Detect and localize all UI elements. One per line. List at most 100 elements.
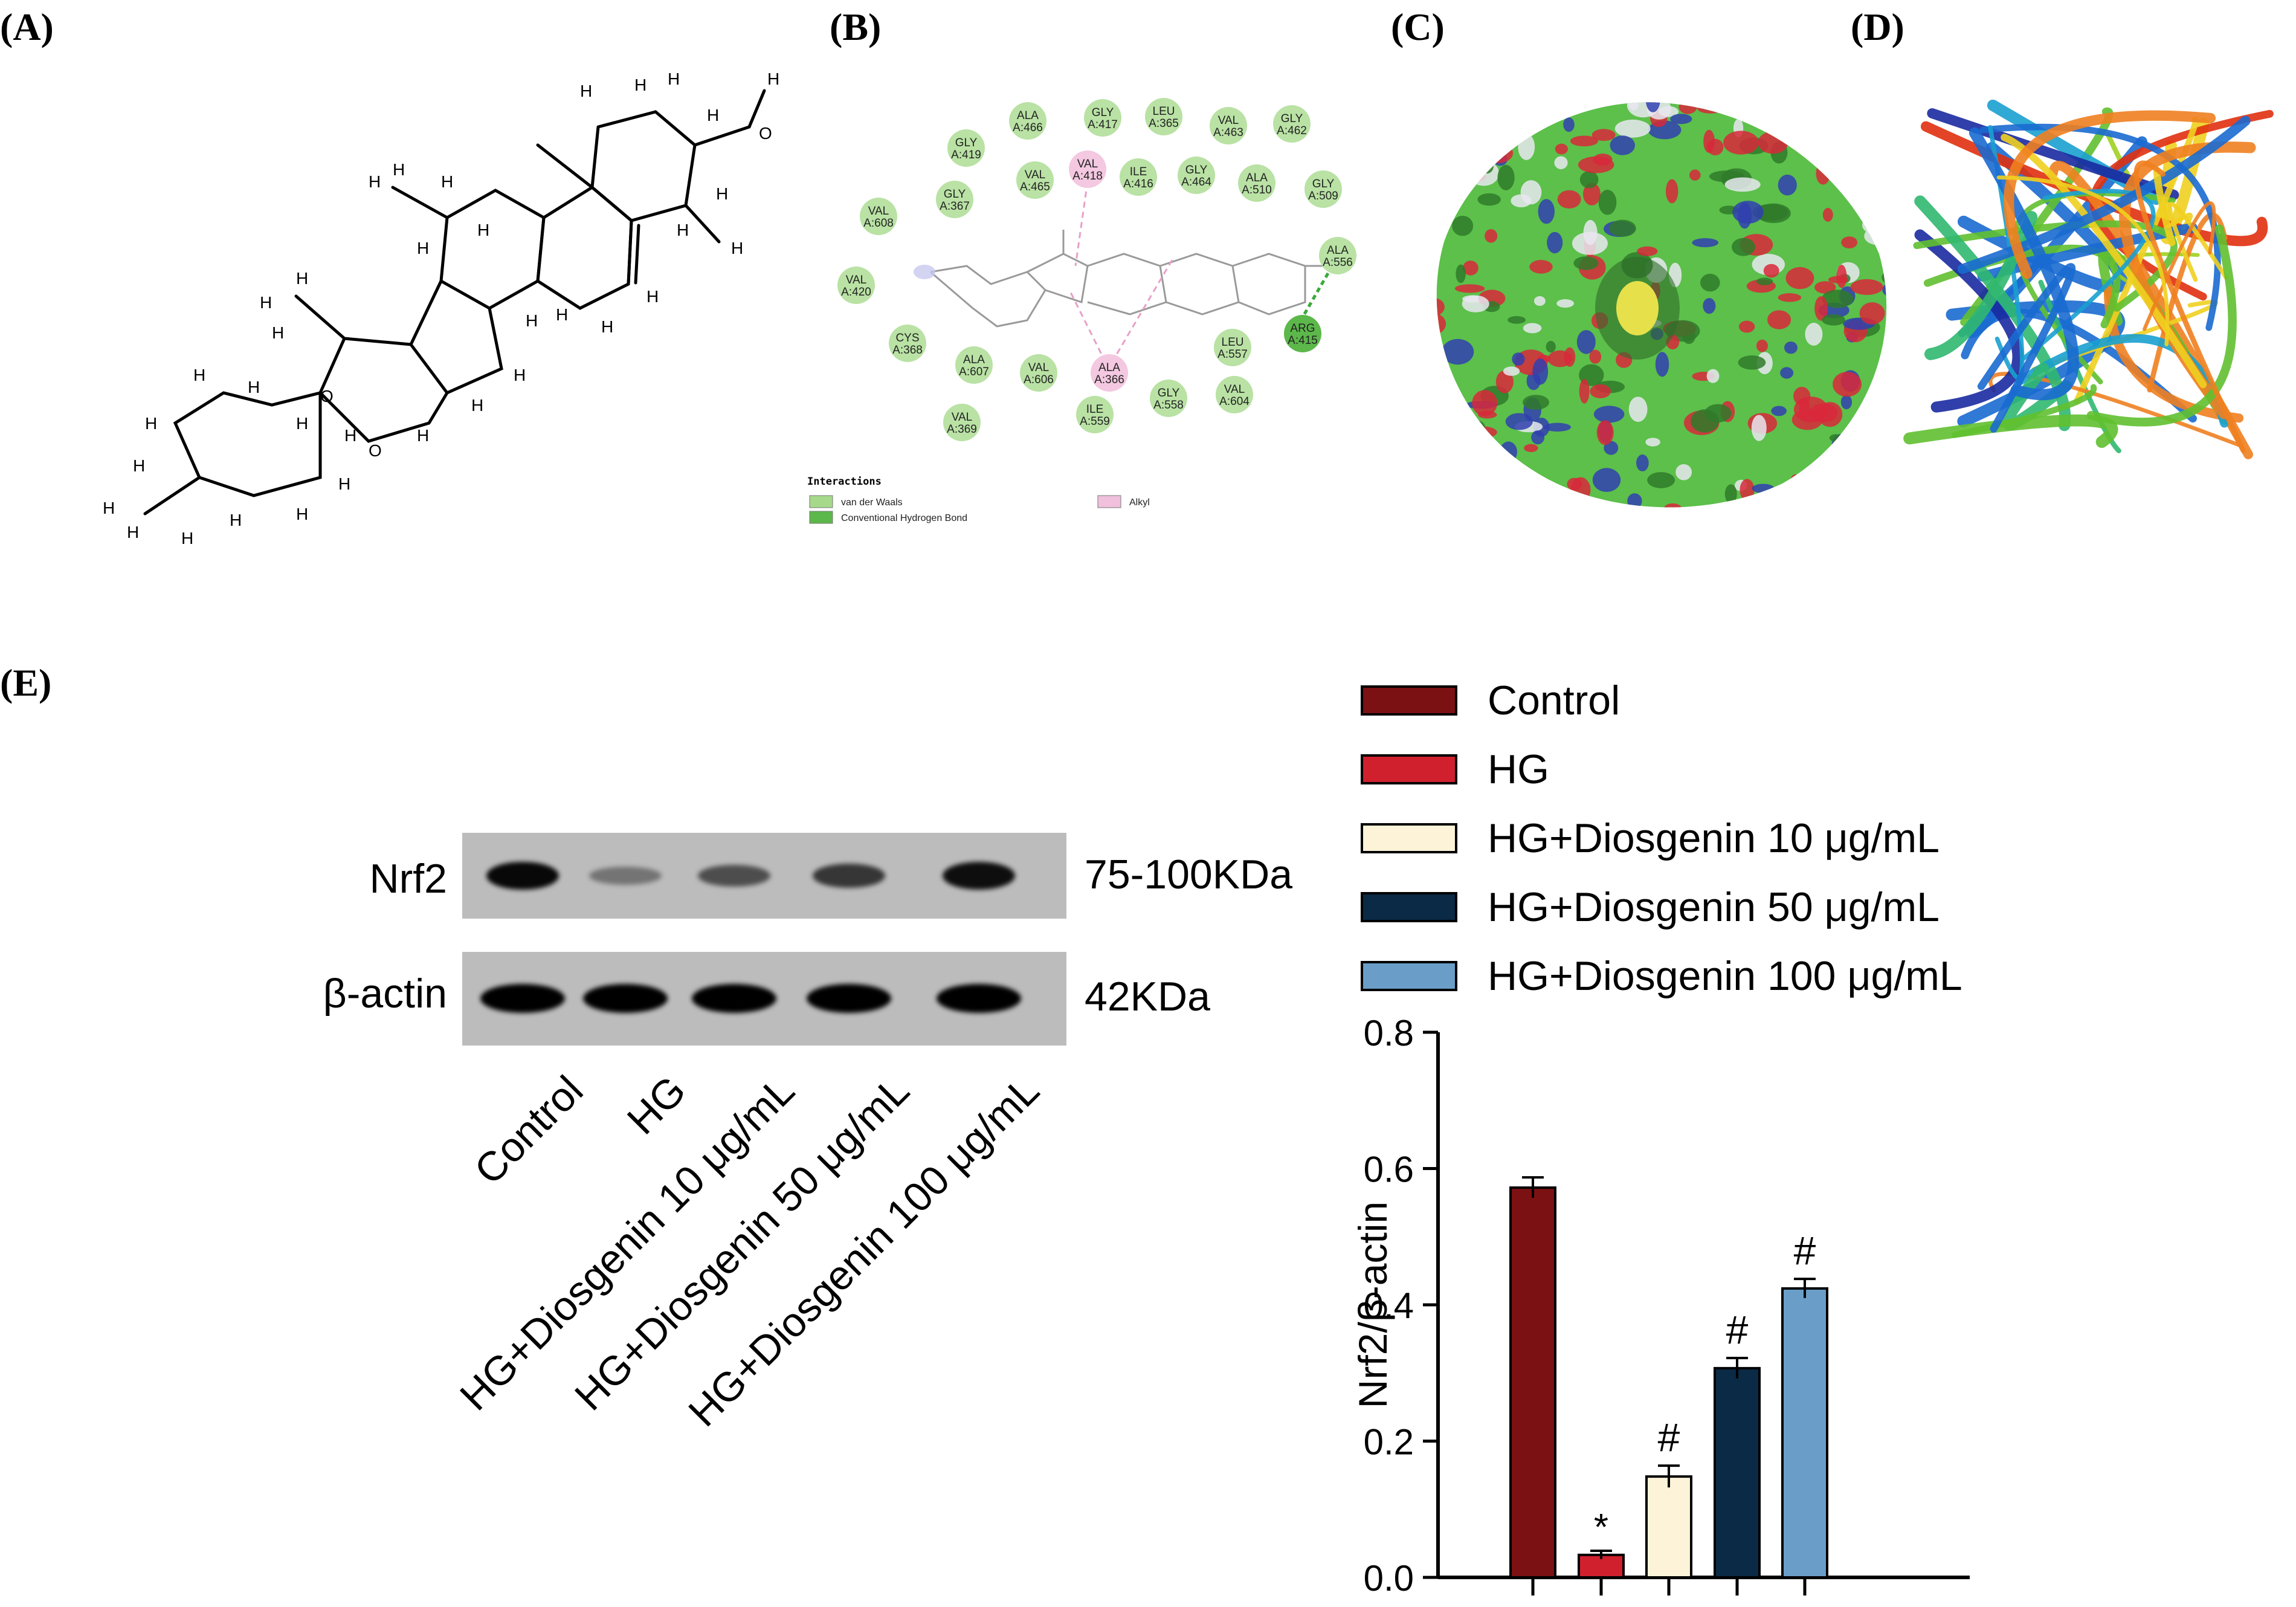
svg-text:H: H [338,474,350,493]
y-tick-label: 0.6 [1364,1149,1414,1190]
svg-text:H: H [634,76,647,94]
interaction-legend-swatch [1097,495,1121,508]
residue-name: VAL [846,274,867,286]
protein-surface-view [1436,102,1887,508]
residue-name: ARG [1290,322,1315,335]
legend-swatch [1361,685,1457,716]
svg-text:H: H [647,287,659,306]
residue-name: GLY [1158,387,1180,399]
svg-text:H: H [145,414,157,433]
significance-mark: # [1658,1415,1680,1460]
residue-position: A:556 [1323,256,1353,269]
panel-label-a: (A) [0,5,54,48]
svg-text:O: O [759,124,772,143]
legend-label: HG+Diosgenin 50 μg/mL [1488,884,1940,930]
blot-band [943,862,1015,890]
svg-text:H: H [677,221,689,239]
y-tick-label: 0.4 [1364,1285,1414,1326]
interaction-legend-swatch [809,495,833,508]
y-tick-label: 0.0 [1364,1558,1414,1599]
residue-name: ALA [1098,361,1120,374]
blot-band [698,865,770,887]
blot-band [589,867,662,885]
blot-kda-nrf2: 75-100KDa [1085,852,1293,897]
residue-name: VAL [868,205,889,218]
residue-position: A:464 [1181,176,1211,189]
svg-text:H: H [103,499,115,517]
blot-label-nrf2: Nrf2 [369,856,447,902]
blot-band [583,984,668,1013]
residue-name: LEU [1222,336,1244,349]
legend-label: Control [1488,677,1620,723]
blot-band [486,861,559,890]
svg-text:H: H [248,378,260,396]
blot-label-actin: β-actin [323,971,447,1017]
residue-position: A:510 [1242,184,1272,196]
svg-text:H: H [296,505,308,523]
svg-text:H: H [707,106,719,124]
blot-band [807,984,891,1013]
blot-band [692,984,776,1013]
legend-swatch [1361,823,1457,853]
legend-swatch [1361,961,1457,991]
interaction-legend-label: Conventional Hydrogen Bond [841,513,967,523]
lane-label: Control [465,1067,592,1194]
residue-name: GLY [1312,178,1335,190]
residue-name: GLY [944,188,966,201]
residue-name: ALA [1246,172,1268,184]
residue-position: A:606 [1024,373,1054,386]
residue-position: A:415 [1288,334,1318,347]
hbond-line [1297,265,1334,325]
svg-text:H: H [272,323,284,342]
y-tick-label: 0.2 [1364,1422,1414,1463]
panel-label-e: (E) [0,661,52,704]
legend-item: HG+Diosgenin 100 μg/mL [1361,952,1962,1000]
svg-text:H: H [260,293,272,312]
residue-name: GLY [1092,106,1114,119]
svg-text:H: H [344,426,356,445]
panel-label-c: (C) [1391,5,1445,48]
svg-text:H: H [181,529,193,548]
significance-mark: # [1794,1228,1816,1273]
svg-text:H: H [477,221,489,239]
protein-ribbon-view [1903,99,2274,459]
interaction-legend-label: Alkyl [1129,497,1150,508]
residue-name: ILE [1086,403,1104,416]
bar [1509,1186,1556,1579]
residue-position: A:604 [1219,395,1250,408]
y-axis-label: Nrf2/β-actin [1350,1201,1395,1408]
residue-position: A:365 [1149,117,1179,130]
svg-text:H: H [668,70,680,88]
residue-position: A:607 [959,366,989,378]
residue-name: ALA [1327,244,1349,257]
residue-position: A:368 [892,344,923,357]
ligand-halo [914,265,935,279]
alkyl-interactions [1068,181,1173,363]
svg-text:H: H [369,172,381,191]
blot-kda-actin: 42KDa [1085,974,1210,1020]
residue-name: CYS [895,332,919,344]
residue-position: A:367 [940,200,970,213]
svg-text:H: H [417,426,429,445]
residue-position: A:416 [1123,178,1153,190]
legend-item: HG+Diosgenin 10 μg/mL [1361,815,1940,862]
residue-name: VAL [1224,383,1245,396]
residue-name: VAL [952,411,973,424]
svg-text:H: H [556,305,568,324]
svg-text:H: H [296,414,308,433]
